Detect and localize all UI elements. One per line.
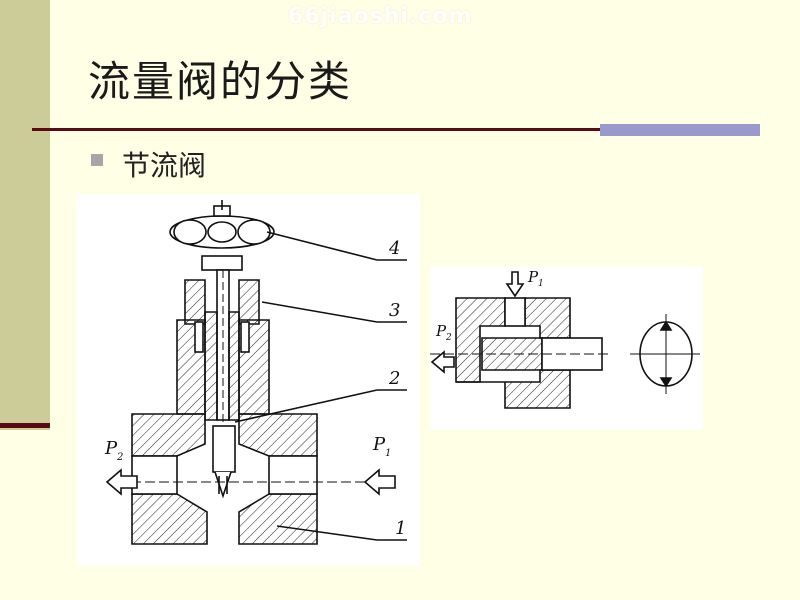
throttle-orifice-detail-figure: P 1 P 2 [430, 266, 703, 430]
callout-2: 2 [388, 368, 400, 389]
port-label-right-sub: 1 [385, 448, 391, 459]
throttle-valve-drawing: 4 3 2 1 P 2 P 1 [104, 200, 407, 545]
left-decor-rule [0, 423, 50, 428]
bullet-square-icon [91, 154, 103, 166]
title-underline [32, 128, 760, 131]
detail-port-label-left: P [435, 322, 447, 340]
detail-port-label-top: P [527, 268, 539, 286]
throttle-orifice-drawing: P 1 P 2 [430, 268, 700, 409]
port-label-left-sub: 2 [116, 452, 123, 463]
bullet-text: 节流阀 [122, 149, 207, 182]
callout-4: 4 [388, 238, 400, 259]
title-underline-accent [600, 124, 760, 136]
detail-port-label-top-sub: 1 [538, 279, 544, 289]
port-label-right: P [372, 434, 386, 455]
detail-port-label-left-sub: 2 [445, 333, 452, 343]
throttle-valve-section-figure: 4 3 2 1 P 2 P 1 [77, 194, 420, 566]
port-label-left: P [104, 438, 118, 459]
callout-3: 3 [389, 300, 400, 321]
left-decor-band [0, 0, 50, 430]
callout-1: 1 [395, 518, 406, 539]
slide-title: 流量阀的分类 [88, 57, 353, 106]
watermark-text: 66jiaoshi.com [288, 4, 473, 29]
